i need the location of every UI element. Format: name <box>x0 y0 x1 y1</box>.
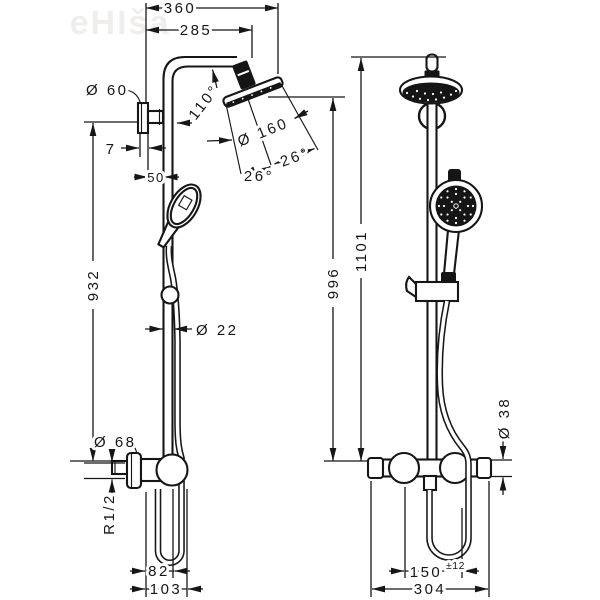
side-view-dimensions <box>70 3 315 597</box>
thermostat-valve-side <box>110 451 189 490</box>
shower-hose-side <box>154 245 185 566</box>
dim-spray-angle-outer: 26° <box>278 144 312 170</box>
dim-head-diameter: Ø 160 <box>235 115 291 151</box>
dim-bracket-wall-gap: 7 <box>106 141 117 158</box>
dim-pipe-diameter: Ø 22 <box>196 322 239 339</box>
spray-line-right <box>280 83 319 151</box>
dim-wall-to-valve-front: 103 <box>150 581 183 598</box>
dim-total-height: 1101 <box>353 230 370 272</box>
dim-pipe-height: 932 <box>85 269 102 302</box>
dim-escutcheon-diameter: Ø 68 <box>94 434 137 451</box>
overhead-head-disc-side <box>222 76 284 108</box>
shop-watermark: eHIša <box>70 4 171 42</box>
hand-shower-holder <box>405 275 460 303</box>
dim-wall-to-valve-center: 82 <box>148 563 170 580</box>
front-view-dimensions <box>268 56 512 597</box>
overhead-shower-side <box>222 60 319 175</box>
hand-shower-side <box>157 183 202 249</box>
hose-slider-ring <box>160 285 180 305</box>
shower-hose-front <box>426 300 472 561</box>
hand-shower-front <box>428 169 484 284</box>
dim-connection-tolerance: ±12 <box>446 560 465 572</box>
dim-wall-to-pipe: 50 <box>147 170 164 185</box>
dim-connection-thread: R1/2 <box>101 493 118 535</box>
dim-head-height-above-valve: 996 <box>325 267 342 300</box>
spray-line-left <box>225 103 242 175</box>
dim-connection-spacing: 150 <box>410 564 443 581</box>
overhead-shower-front <box>398 53 464 105</box>
thermostat-valve-front <box>366 451 493 492</box>
thermostat-knob <box>387 451 421 485</box>
wall-bracket <box>136 101 192 135</box>
dim-spray-angle-inner: 26° <box>244 168 274 185</box>
dim-wall-bracket-diameter: Ø 60 <box>86 82 129 99</box>
dim-valve-overall-width: 304 <box>414 581 447 598</box>
dim-valve-body-diameter: Ø 38 <box>496 397 513 440</box>
dim-arm-reach: 285 <box>180 22 213 39</box>
shower-column-pipe-side <box>162 55 237 458</box>
dim-overall-width: 360 <box>164 0 197 17</box>
shower-column-pipe-front <box>426 80 438 459</box>
spray-line-center <box>246 95 272 166</box>
side-view: 360 285 Ø 60 7 50 110° Ø 160 26° 26° 932… <box>70 0 319 600</box>
front-view: 1101 996 Ø 38 150 ±12 304 <box>268 53 516 600</box>
